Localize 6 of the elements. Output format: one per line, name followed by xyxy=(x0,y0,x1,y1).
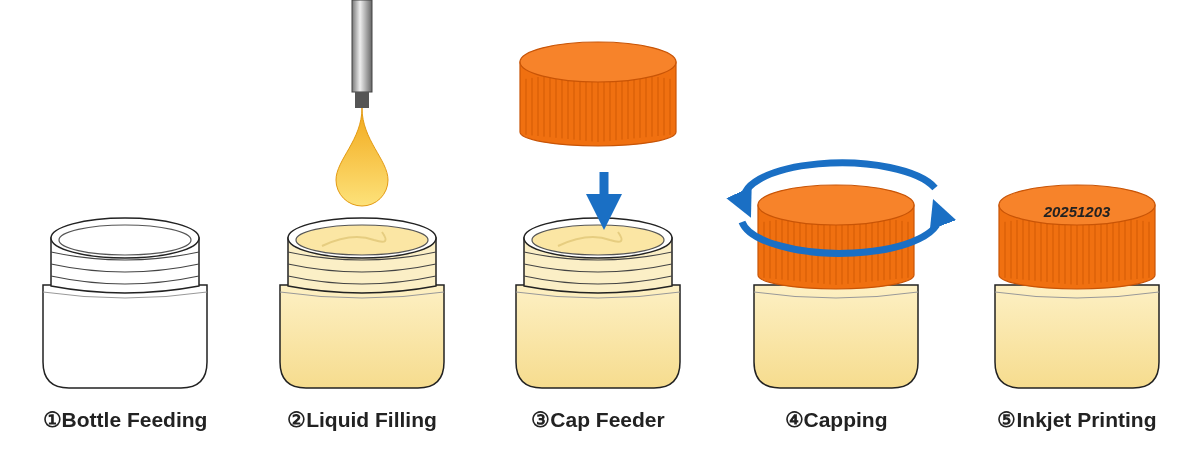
step-caption: ②Liquid Filling xyxy=(286,407,438,433)
date-code: 20251203 xyxy=(1042,202,1112,222)
step-caption: ③Cap Feeder xyxy=(530,407,666,433)
step-caption: ④Capping xyxy=(783,407,889,433)
step-caption: ⑤Inkjet Printing xyxy=(996,407,1158,433)
step-caption: ①Bottle Feeding xyxy=(41,407,209,433)
